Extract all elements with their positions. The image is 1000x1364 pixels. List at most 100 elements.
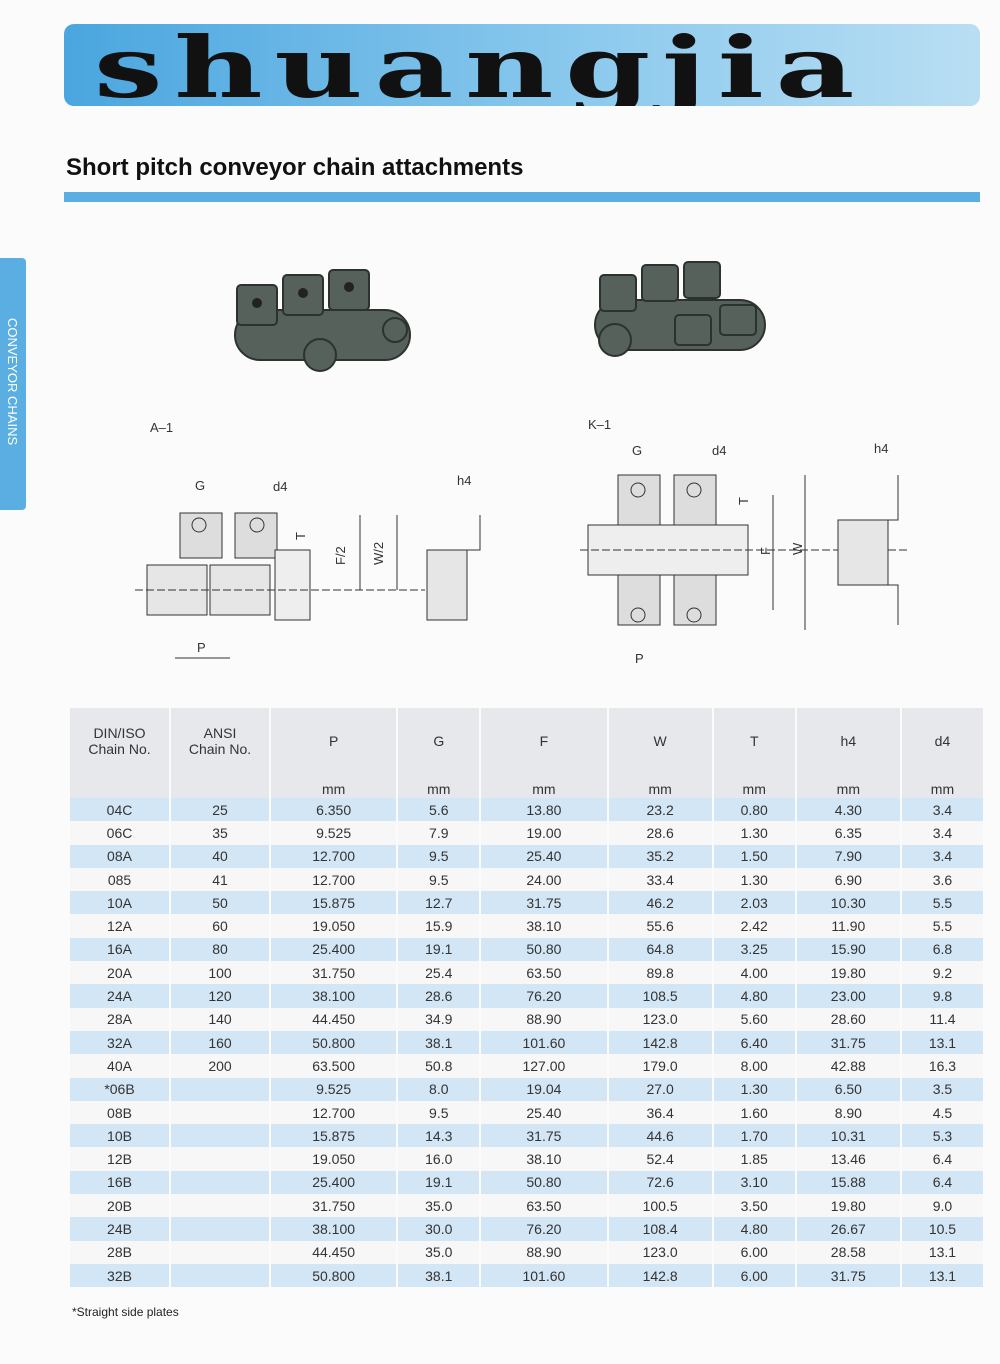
table-cell: 31.750 xyxy=(270,961,399,985)
table-cell: 19.1 xyxy=(397,1170,482,1195)
table-cell: 13.1 xyxy=(900,1240,986,1264)
table-cell: 127.00 xyxy=(480,1054,609,1078)
table-cell: 3.50 xyxy=(712,1194,797,1218)
table-cell: 08B xyxy=(70,1100,171,1125)
table-cell: 26.67 xyxy=(795,1217,902,1241)
diagram-a1: A–1 G d4 P T F/2 W/2 h4 xyxy=(135,420,481,659)
table-cell: 64.8 xyxy=(607,937,714,962)
diagram-label-a1: A–1 xyxy=(150,420,173,435)
table-cell: 20A xyxy=(70,961,171,985)
table-cell: 9.0 xyxy=(900,1194,986,1218)
table-cell: 3.25 xyxy=(712,937,797,962)
table-cell: 16.0 xyxy=(397,1147,482,1171)
table-cell: 160 xyxy=(170,1030,271,1055)
table-cell xyxy=(170,1217,271,1241)
table-cell: 35.2 xyxy=(607,844,714,868)
table-cell: 25.400 xyxy=(270,937,399,962)
table-cell: 9.5 xyxy=(397,1100,482,1125)
table-cell: 12.700 xyxy=(270,1100,399,1125)
table-cell: 10.31 xyxy=(795,1124,902,1148)
table-cell: 31.75 xyxy=(795,1030,902,1055)
diagram-label-k1: K–1 xyxy=(588,417,611,432)
table-cell: 101.60 xyxy=(480,1263,609,1288)
table-cell: 12A xyxy=(70,914,171,938)
table-cell: 28A xyxy=(70,1007,171,1031)
table-cell: 25 xyxy=(170,798,271,822)
table-cell: 44.6 xyxy=(607,1124,714,1148)
table-cell: 13.80 xyxy=(480,798,609,822)
table-cell: 7.9 xyxy=(397,821,482,845)
table-cell xyxy=(170,1100,271,1125)
table-cell: 8.00 xyxy=(712,1054,797,1078)
table-cell: 120 xyxy=(170,984,271,1008)
table-cell: 23.2 xyxy=(607,798,714,822)
table-cell: 5.6 xyxy=(397,798,482,822)
table-cell: 3.10 xyxy=(712,1170,797,1195)
table-cell: 32B xyxy=(70,1263,171,1288)
table-cell xyxy=(170,1240,271,1264)
table-cell: 33.4 xyxy=(607,867,714,892)
table-cell: 15.875 xyxy=(270,1124,399,1148)
table-cell: 3.4 xyxy=(900,821,986,845)
table-cell: 6.35 xyxy=(795,821,902,845)
table-cell: 142.8 xyxy=(607,1030,714,1055)
table-cell: 16.3 xyxy=(900,1054,986,1078)
dim-p: P xyxy=(197,640,206,655)
unit-cell: mm xyxy=(900,774,986,798)
table-cell: 100 xyxy=(170,961,271,985)
dim-g: G xyxy=(195,478,205,493)
table-cell: 36.4 xyxy=(607,1100,714,1125)
brand-banner: shuangjia xyxy=(64,24,980,106)
table-cell: 31.75 xyxy=(480,891,609,915)
table-cell xyxy=(170,1170,271,1195)
column-header: ANSI Chain No. xyxy=(170,708,271,774)
table-cell: 76.20 xyxy=(480,984,609,1008)
table-cell: 25.40 xyxy=(480,1100,609,1125)
table-cell: 1.70 xyxy=(712,1124,797,1148)
table-cell: 16A xyxy=(70,937,171,962)
column-header: DIN/ISO Chain No. xyxy=(70,708,171,774)
table-cell: 72.6 xyxy=(607,1170,714,1195)
table-cell: 1.60 xyxy=(712,1100,797,1125)
table-cell: 4.00 xyxy=(712,961,797,985)
table-cell: 12.700 xyxy=(270,867,399,892)
unit-cell xyxy=(70,774,171,798)
table-cell: 12B xyxy=(70,1147,171,1171)
table-cell: 25.40 xyxy=(480,844,609,868)
column-header: W xyxy=(607,708,714,774)
unit-cell: mm xyxy=(607,774,714,798)
table-cell: 1.30 xyxy=(712,1077,797,1101)
column-header: G xyxy=(397,708,482,774)
table-cell: 123.0 xyxy=(607,1007,714,1031)
table-cell: 50.800 xyxy=(270,1030,399,1055)
page-title: Short pitch conveyor chain attachments xyxy=(66,154,524,181)
table-cell: 04C xyxy=(70,798,171,822)
table-cell: 1.50 xyxy=(712,844,797,868)
table-cell xyxy=(170,1124,271,1148)
table-cell: 35.0 xyxy=(397,1194,482,1218)
table-cell: 28.6 xyxy=(397,984,482,1008)
table-cell: 13.1 xyxy=(900,1263,986,1288)
table-cell: 3.4 xyxy=(900,798,986,822)
unit-cell: mm xyxy=(480,774,609,798)
table-cell: 06C xyxy=(70,821,171,845)
table-cell: 08A xyxy=(70,844,171,868)
table-cell: 6.50 xyxy=(795,1077,902,1101)
table-cell: 50.80 xyxy=(480,937,609,962)
table-cell: 5.60 xyxy=(712,1007,797,1031)
table-cell: 89.8 xyxy=(607,961,714,985)
table-cell: 108.5 xyxy=(607,984,714,1008)
dim-w: W xyxy=(790,542,805,555)
table-cell: 8.90 xyxy=(795,1100,902,1125)
table-cell: 140 xyxy=(170,1007,271,1031)
